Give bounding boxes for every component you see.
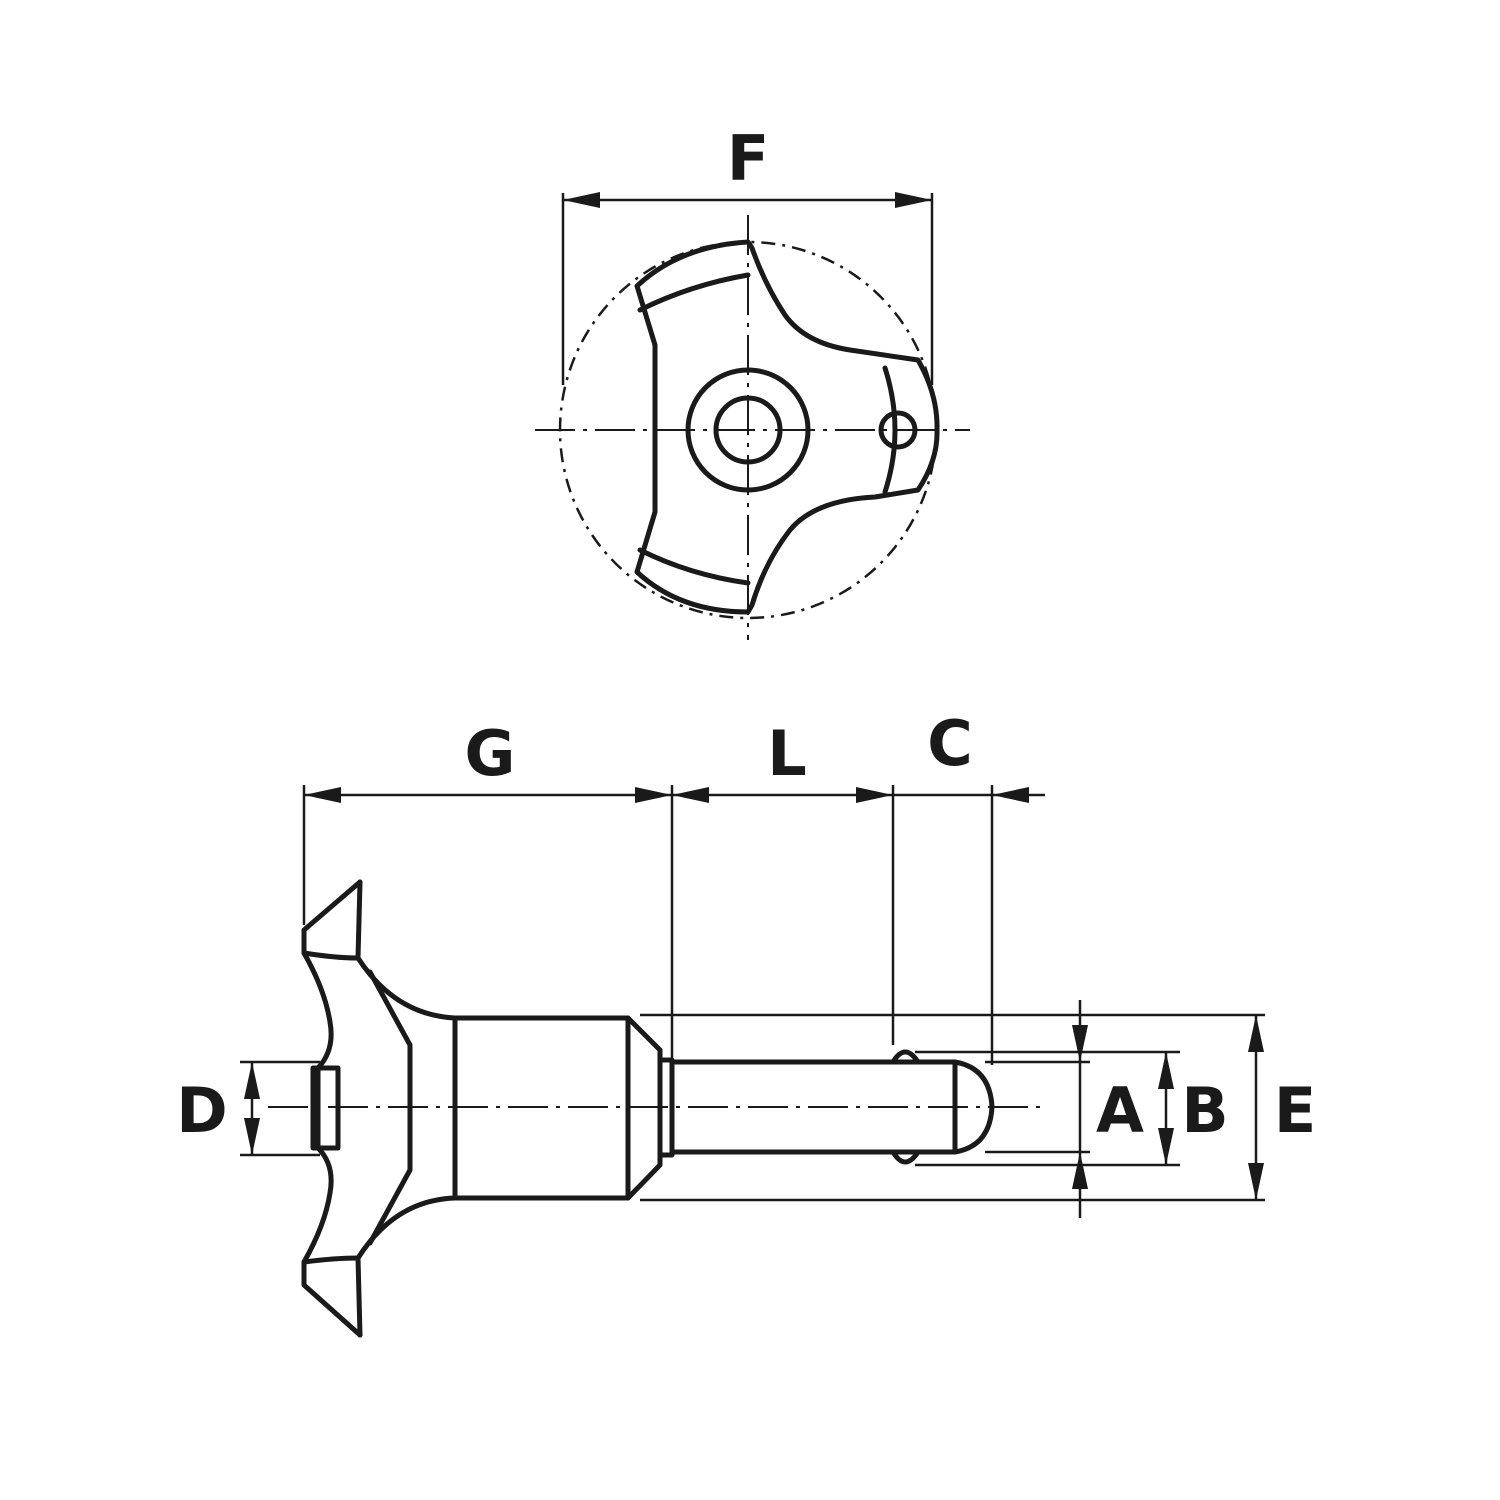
- dim-D-arrow-top: [244, 1062, 260, 1099]
- dim-L-arrow-left: [672, 787, 709, 803]
- dim-F-arrow-left: [563, 192, 600, 208]
- dim-E-arrow-bottom: [1248, 1163, 1264, 1200]
- knob-lower-edge: [301, 1255, 361, 1265]
- dim-G-arrow-right: [635, 787, 672, 803]
- label-G: G: [465, 717, 516, 790]
- ball-lower: [890, 1149, 921, 1165]
- label-B: B: [1181, 1074, 1228, 1147]
- dim-B-arrow-bottom: [1158, 1128, 1174, 1165]
- dim-D-arrow-bottom: [244, 1118, 260, 1155]
- knob-outline-top: [634, 239, 940, 615]
- dim-C-arrow: [992, 787, 1029, 803]
- dim-B-arrow-top: [1158, 1052, 1174, 1089]
- label-E: E: [1274, 1074, 1316, 1147]
- dim-A-arrow-bottom: [1072, 1152, 1088, 1189]
- knob-upper-edge: [301, 950, 361, 961]
- label-D: D: [176, 1074, 227, 1147]
- push-button: [310, 1065, 341, 1151]
- shaft: [669, 1059, 995, 1155]
- top-view: F: [535, 122, 970, 640]
- knob-lower-curve: [355, 1195, 458, 1338]
- side-view: G L C D A B E: [176, 707, 1316, 1338]
- hub-inner-circle: [713, 395, 783, 465]
- label-C: C: [927, 707, 973, 780]
- dim-G-arrow-left: [304, 787, 341, 803]
- lower-lobe-arc: [637, 547, 751, 586]
- dim-F-arrow-right: [895, 192, 932, 208]
- label-L: L: [767, 717, 807, 790]
- dim-L-arrow-right: [856, 787, 893, 803]
- knob-upper-curve: [355, 879, 458, 1021]
- label-A: A: [1096, 1074, 1144, 1147]
- right-lobe-arc: [882, 365, 898, 495]
- label-F: F: [727, 122, 769, 195]
- knob-lobe-ridge: [367, 969, 413, 1246]
- upper-lobe-arc: [637, 272, 751, 313]
- hub-outer-circle: [685, 367, 811, 493]
- collar: [657, 1057, 675, 1158]
- knob-head-profile: [301, 879, 363, 1338]
- dim-A-arrow-top: [1072, 1025, 1088, 1062]
- ball-hole: [878, 410, 918, 450]
- ball-upper: [890, 1049, 921, 1065]
- dim-E-arrow-top: [1248, 1015, 1264, 1052]
